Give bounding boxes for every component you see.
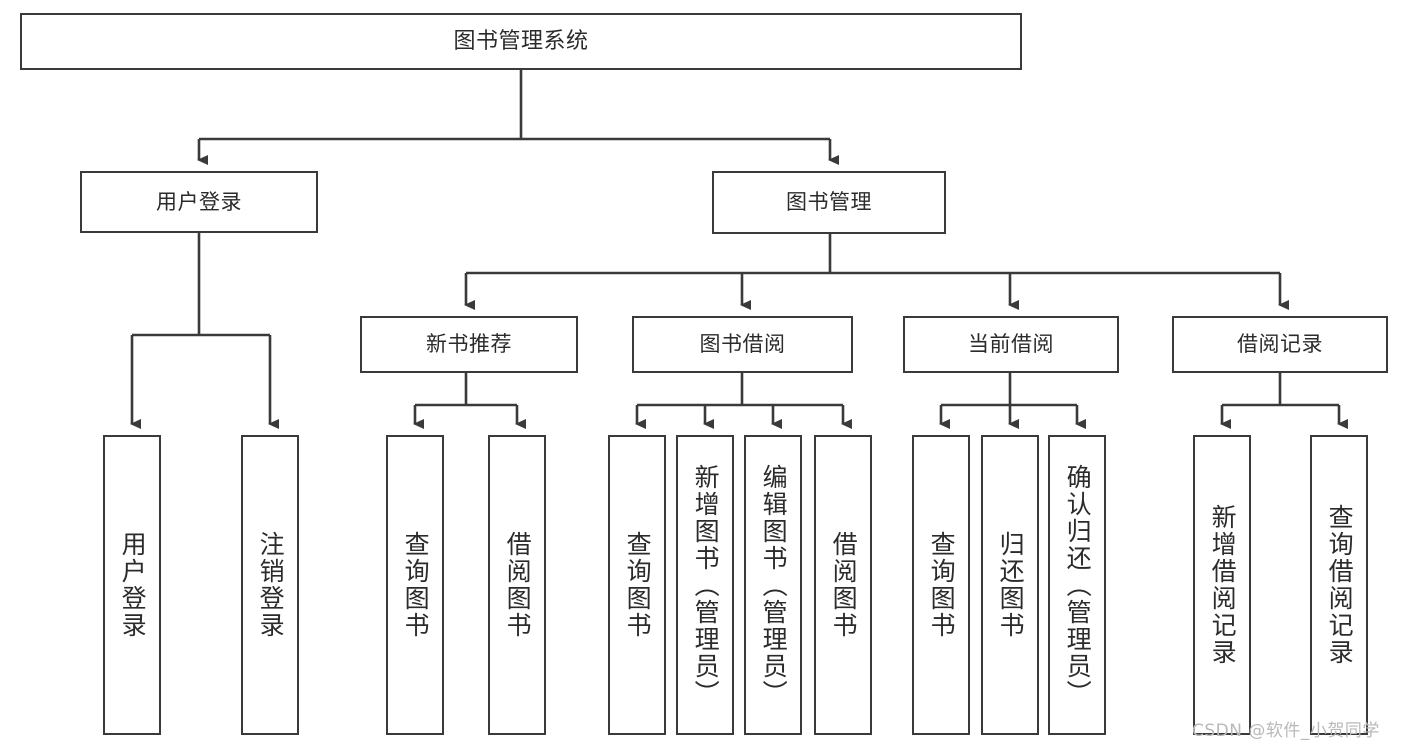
watermark: CSDN @软件_小贺同学: [1192, 721, 1380, 741]
node-leaf-query-book-2[interactable]: 查询图书: [608, 435, 666, 735]
node-borrow-record[interactable]: 借阅记录: [1172, 316, 1388, 373]
node-book-borrow[interactable]: 图书借阅: [632, 316, 853, 373]
node-root-label: 图书管理系统: [453, 28, 589, 54]
node-leaf-borrow-book-2[interactable]: 借阅图书: [814, 435, 872, 735]
node-leaf-confirm-return-label: 确认归还（管理员）: [1063, 463, 1093, 707]
node-book-borrow-label: 图书借阅: [699, 332, 786, 357]
node-leaf-return-book-label: 归还图书: [996, 531, 1026, 639]
node-leaf-add-book-label: 新增图书（管理员）: [691, 463, 721, 707]
node-leaf-user-login-label: 用户登录: [118, 531, 148, 639]
node-leaf-borrow-book-2-label: 借阅图书: [829, 531, 859, 639]
node-book-manage[interactable]: 图书管理: [712, 171, 946, 234]
node-leaf-user-login[interactable]: 用户登录: [103, 435, 161, 735]
node-leaf-confirm-return[interactable]: 确认归还（管理员）: [1048, 435, 1106, 735]
node-leaf-query-book-3[interactable]: 查询图书: [912, 435, 970, 735]
node-user-login-label: 用户登录: [156, 189, 242, 214]
node-leaf-query-book-2-label: 查询图书: [623, 531, 653, 639]
node-leaf-borrow-book-1[interactable]: 借阅图书: [488, 435, 546, 735]
node-new-book-rec-label: 新书推荐: [426, 332, 512, 357]
node-leaf-edit-book-label: 编辑图书（管理员）: [759, 463, 789, 707]
node-borrow-record-label: 借阅记录: [1237, 332, 1323, 357]
node-leaf-edit-book[interactable]: 编辑图书（管理员）: [744, 435, 802, 735]
node-leaf-return-book[interactable]: 归还图书: [981, 435, 1039, 735]
node-new-book-rec[interactable]: 新书推荐: [360, 316, 578, 373]
node-current-borrow[interactable]: 当前借阅: [903, 316, 1119, 373]
node-leaf-logout[interactable]: 注销登录: [241, 435, 299, 735]
node-leaf-add-record[interactable]: 新增借阅记录: [1193, 435, 1251, 735]
node-leaf-add-book[interactable]: 新增图书（管理员）: [676, 435, 734, 735]
node-leaf-logout-label: 注销登录: [256, 531, 286, 639]
node-leaf-query-book-1-label: 查询图书: [401, 531, 431, 639]
node-leaf-query-book-3-label: 查询图书: [927, 531, 957, 639]
node-book-manage-label: 图书管理: [786, 190, 872, 215]
node-leaf-query-book-1[interactable]: 查询图书: [386, 435, 444, 735]
node-leaf-query-record[interactable]: 查询借阅记录: [1310, 435, 1368, 735]
node-user-login[interactable]: 用户登录: [80, 171, 318, 233]
node-current-borrow-label: 当前借阅: [968, 332, 1054, 357]
node-leaf-add-record-label: 新增借阅记录: [1208, 504, 1238, 666]
node-leaf-query-record-label: 查询借阅记录: [1325, 504, 1355, 666]
node-root[interactable]: 图书管理系统: [20, 13, 1022, 70]
node-leaf-borrow-book-1-label: 借阅图书: [503, 531, 533, 639]
